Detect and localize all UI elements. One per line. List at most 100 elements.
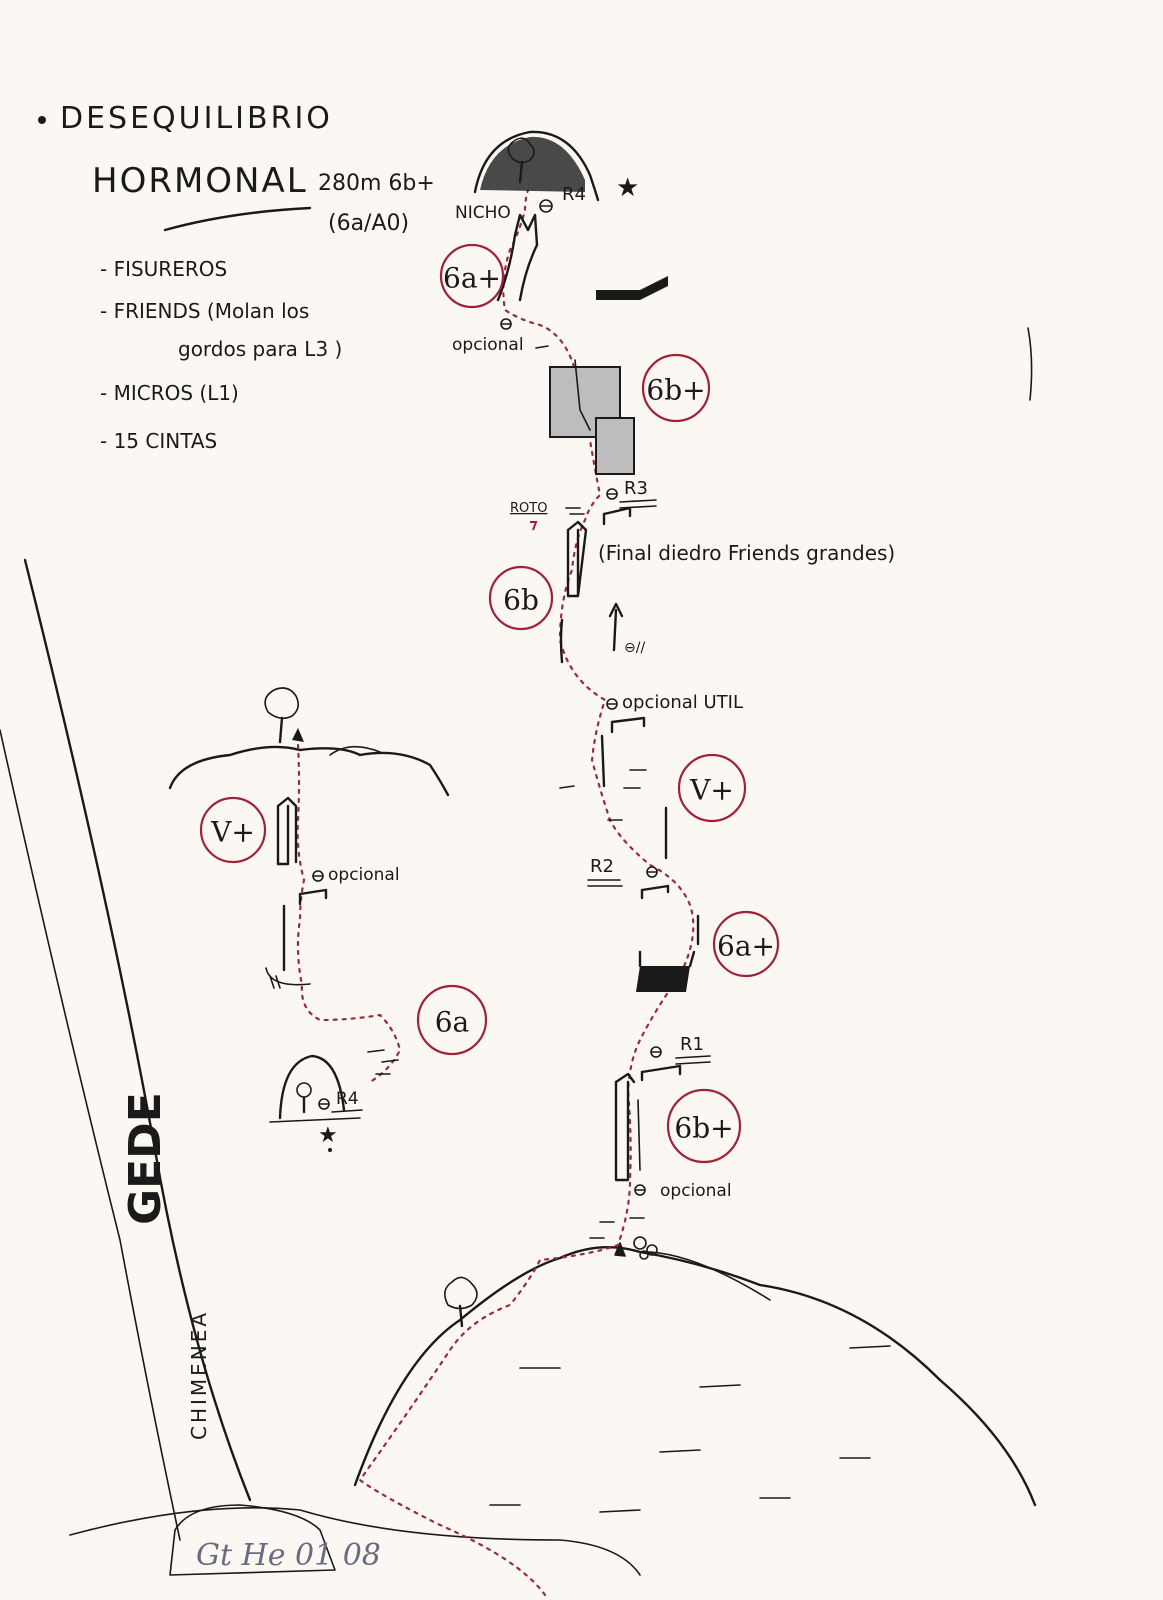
roof-sides xyxy=(638,950,696,968)
shaded-block-lower xyxy=(595,417,635,475)
crack-line xyxy=(600,734,606,788)
left-hill-outline xyxy=(168,745,450,797)
crack-line xyxy=(574,359,591,431)
roof-block-icon xyxy=(636,966,690,992)
gede-label: GEDE xyxy=(120,1092,171,1225)
bottom-base-line xyxy=(69,1507,641,1576)
r1-label: R1 xyxy=(680,1034,704,1055)
gear-item: gordos para L3 ) xyxy=(178,337,342,361)
grade-circle-6b: 6b xyxy=(488,565,554,631)
r2-label: R2 xyxy=(590,856,614,877)
niche-hatching xyxy=(480,136,585,192)
anchor-r4-top xyxy=(539,199,553,213)
grade-label: 6a+ xyxy=(443,262,501,295)
hill-texture xyxy=(489,1345,891,1513)
star-icon: ★ xyxy=(318,1123,338,1148)
tree-icon xyxy=(264,687,304,744)
route-line-main xyxy=(358,188,695,1597)
niche-outline xyxy=(278,1054,346,1120)
ledge-mark xyxy=(565,507,585,515)
dihedral-icon xyxy=(614,1072,636,1182)
rock-texture xyxy=(367,1049,399,1075)
anchor-bar-r1 xyxy=(640,1064,682,1082)
roof-block-icon xyxy=(596,276,668,300)
grade-label: 6b+ xyxy=(646,374,705,407)
final-diedro-label: (Final diedro Friends grandes) xyxy=(598,541,895,565)
tree-icon xyxy=(444,1276,478,1328)
rock-texture xyxy=(559,769,647,821)
gully-left-edge xyxy=(23,558,252,1502)
anchor-bar xyxy=(298,888,328,906)
niche-base xyxy=(269,1117,361,1123)
pillar-below-niche xyxy=(496,213,539,302)
title-bullet xyxy=(38,116,46,124)
tree-icon xyxy=(296,1082,312,1114)
ledge-note: ⊖// xyxy=(624,640,645,656)
anchor-bar-r3 xyxy=(602,506,632,526)
bolt-icon xyxy=(634,1184,646,1196)
opcional-util-label: opcional UTIL xyxy=(622,692,743,713)
route-alt-grade: (6a/A0) xyxy=(328,211,409,236)
gully-left-edge-outer xyxy=(0,729,181,1541)
anchor-bar xyxy=(610,716,646,734)
rock-texture xyxy=(589,1217,645,1239)
r4-left-label: R4 xyxy=(336,1089,359,1109)
title-underline xyxy=(163,206,312,232)
bolt-icon xyxy=(606,488,618,500)
dihedral-icon xyxy=(276,796,298,866)
grade-circle-6a-plus-top: 6a+ xyxy=(439,243,505,309)
bolt-icon xyxy=(500,318,512,330)
dot-mark xyxy=(328,1148,332,1152)
r3-underline xyxy=(619,499,657,509)
opcional-left-label: opcional xyxy=(328,865,400,885)
bolt-icon xyxy=(646,866,658,878)
gear-item: - FISUREROS xyxy=(100,257,227,281)
r4-top-label: R4 xyxy=(562,184,586,205)
r3-label: R3 xyxy=(624,478,648,499)
grade-circle-6b-plus-lower: 6b+ xyxy=(666,1088,742,1164)
bolt-icon xyxy=(312,870,324,882)
grade-label: V+ xyxy=(210,816,255,849)
opcional-bottom-label: opcional xyxy=(660,1181,732,1201)
bolt-icon xyxy=(318,1098,330,1110)
route-length-grade: 280m 6b+ xyxy=(318,171,435,196)
r1-underline xyxy=(675,1055,711,1065)
route-title-line2: HORMONAL xyxy=(92,161,308,201)
crack-line xyxy=(637,1099,641,1171)
signature: Gt He 01 08 xyxy=(196,1538,381,1573)
ledge-icon xyxy=(265,967,311,989)
grade-circle-v-plus-left: V+ xyxy=(199,796,267,864)
route-line-left xyxy=(296,743,402,1084)
paper-mark xyxy=(1027,327,1033,401)
arrow-up-icon xyxy=(608,602,624,652)
hill-ridge xyxy=(639,1251,771,1301)
roto-arrow xyxy=(530,521,538,531)
roto-label: ROTO xyxy=(510,501,547,516)
grade-circle-6a-plus-mid: 6a+ xyxy=(712,910,780,978)
grade-label: 6b xyxy=(503,584,539,617)
chimenea-label: CHIMENEA xyxy=(187,1310,211,1440)
niche-outline xyxy=(473,130,600,202)
grade-label: 6b+ xyxy=(674,1112,733,1145)
hill-outline xyxy=(353,1246,1037,1507)
gear-item: - MICROS (L1) xyxy=(100,381,239,405)
r2-underline xyxy=(587,879,623,887)
r4-left-underline xyxy=(331,1109,363,1113)
grade-label: V+ xyxy=(689,774,734,807)
tick-mark xyxy=(535,345,549,349)
bolt-icon xyxy=(650,1046,662,1058)
star-icon: ★ xyxy=(616,173,639,203)
grade-circle-6a-left: 6a xyxy=(416,984,488,1056)
opcional-label-1: opcional xyxy=(452,335,524,355)
gear-list: - FISUREROS - FRIENDS (Molan los gordos … xyxy=(100,257,342,453)
dihedral-icon xyxy=(566,520,588,598)
crack-line xyxy=(559,618,564,664)
route-title-line1: DESEQUILIBRIO xyxy=(60,101,333,136)
grade-circle-v-plus-right: V+ xyxy=(677,753,747,823)
grade-circle-6b-plus-upper: 6b+ xyxy=(641,353,711,423)
boulders-icon xyxy=(614,1236,658,1260)
tree-icon xyxy=(507,137,535,184)
base-block xyxy=(169,1504,336,1576)
gear-item: - FRIENDS (Molan los xyxy=(100,299,309,323)
